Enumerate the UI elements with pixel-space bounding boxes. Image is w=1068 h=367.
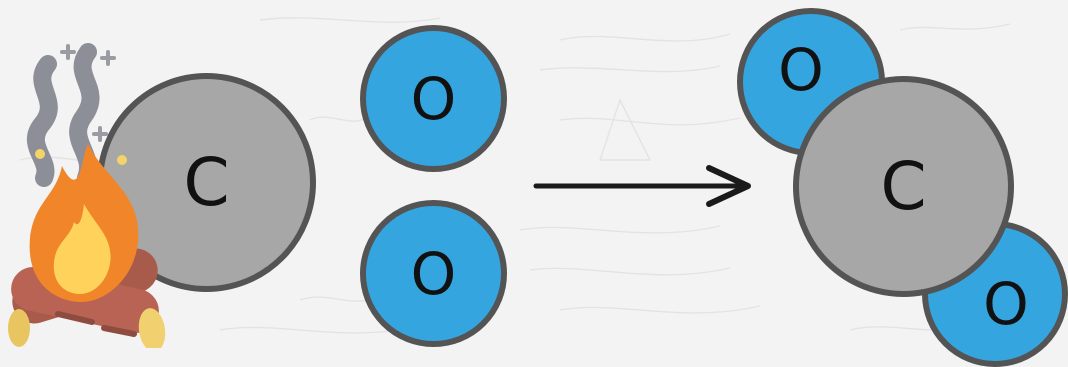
campfire-icon [8,43,166,348]
product-oxygen-bottom-label: O [983,270,1029,338]
reactant-oxygen-top-atom: O [360,25,507,172]
flame-icon [29,144,139,302]
reactant-oxygen-bottom-label: O [410,239,457,308]
reactant-oxygen-top-label: O [410,64,457,133]
reactant-oxygen-bottom-atom: O [360,200,507,347]
reactant-carbon-label: C [183,143,230,221]
product-oxygen-top-label: O [778,36,824,104]
right-arrow-icon [533,165,751,207]
smoke-icon [26,43,100,187]
product-carbon-atom: C [793,76,1014,297]
product-carbon-label: C [880,147,927,225]
